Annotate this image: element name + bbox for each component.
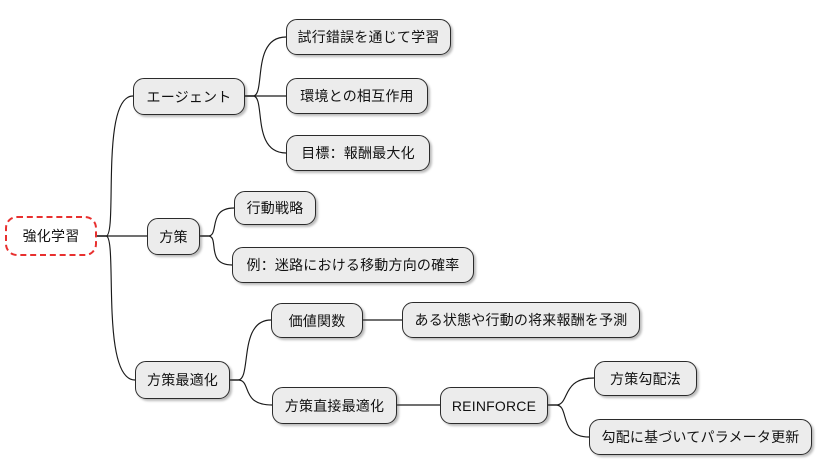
node-policy-optimization-label: 方策最適化 — [147, 372, 218, 388]
node-agent-child-2[interactable]: 環境との相互作用 — [286, 78, 428, 114]
node-reinforce-label: REINFORCE — [451, 397, 537, 414]
node-policy-child-2[interactable]: 例：迷路における移動方向の確率 — [232, 247, 474, 283]
node-value-function-child[interactable]: ある状態や行動の将来報酬を予測 — [402, 302, 640, 338]
node-direct-optimization[interactable]: 方策直接最適化 — [272, 387, 397, 424]
edge-agent-child1 — [244, 36, 287, 97]
edge-policy-child2 — [199, 235, 233, 266]
node-policy-optimization[interactable]: 方策最適化 — [135, 361, 230, 399]
edge-policyopt-value — [229, 319, 272, 381]
node-value-function-label: 価値関数 — [288, 312, 346, 329]
node-agent[interactable]: エージェント — [133, 78, 245, 115]
edge-reinforce-child1 — [547, 377, 595, 406]
node-policy-child-1-label: 行動戦略 — [246, 200, 304, 216]
node-root-label: 強化学習 — [22, 228, 80, 244]
edge-agent-child3 — [244, 95, 287, 154]
node-reinforce-child-1[interactable]: 方策勾配法 — [594, 361, 697, 396]
node-agent-child-3-label: 目標：報酬最大化 — [301, 145, 415, 161]
node-root[interactable]: 強化学習 — [5, 216, 97, 256]
node-reinforce-child-2-label: 勾配に基づいてパラメータ更新 — [601, 429, 800, 445]
node-reinforce[interactable]: REINFORCE — [440, 387, 548, 424]
node-reinforce-child-1-label: 方策勾配法 — [610, 370, 681, 387]
node-policy-child-2-label: 例：迷路における移動方向の確率 — [246, 257, 460, 273]
node-policy-child-1[interactable]: 行動戦略 — [234, 191, 316, 225]
node-agent-child-1[interactable]: 試行錯誤を通じて学習 — [286, 19, 451, 55]
node-direct-optimization-label: 方策直接最適化 — [284, 397, 385, 414]
node-agent-child-2-label: 環境との相互作用 — [300, 88, 414, 104]
node-agent-label: エージェント — [146, 88, 232, 105]
edge-reinforce-child2 — [547, 404, 590, 438]
node-agent-child-3[interactable]: 目標：報酬最大化 — [286, 135, 430, 171]
node-value-function-child-label: ある状態や行動の将来報酬を予測 — [414, 312, 628, 328]
node-value-function[interactable]: 価値関数 — [271, 303, 363, 338]
node-policy-label: 方策 — [159, 228, 188, 245]
edge-root-policy-opt — [96, 235, 136, 381]
edge-policyopt-direct — [229, 379, 273, 406]
edge-policy-child1 — [199, 207, 235, 237]
edge-root-agent — [96, 95, 134, 237]
node-agent-child-1-label: 試行錯誤を通じて学習 — [297, 29, 440, 45]
node-policy[interactable]: 方策 — [147, 218, 200, 255]
node-reinforce-child-2[interactable]: 勾配に基づいてパラメータ更新 — [589, 419, 812, 455]
